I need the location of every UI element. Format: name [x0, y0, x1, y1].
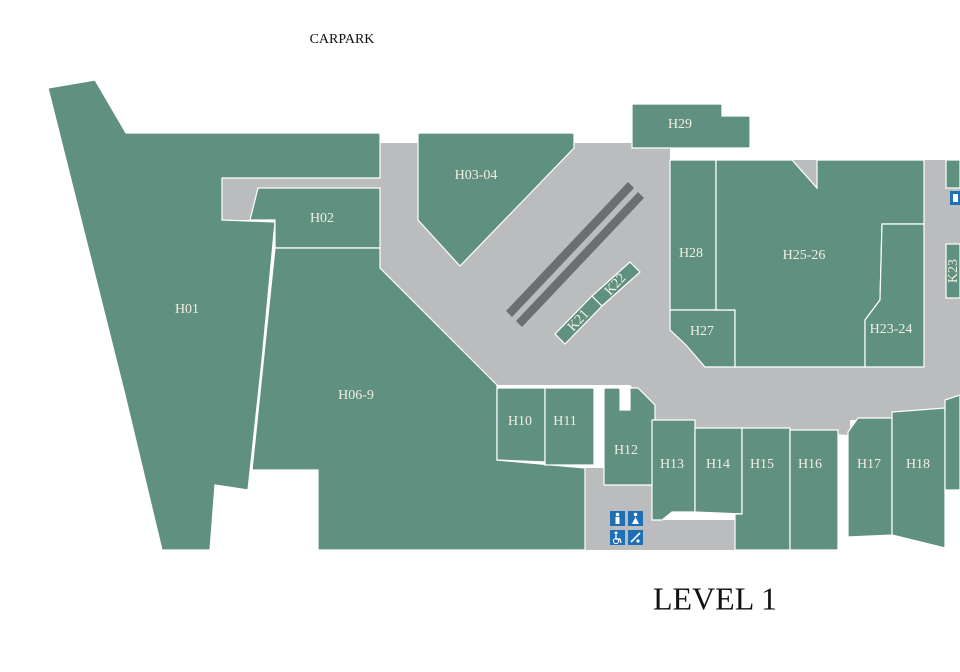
unit-h06-9[interactable]	[251, 247, 586, 551]
unit-h16[interactable]	[789, 429, 839, 551]
unit-h13[interactable]	[651, 419, 696, 521]
unit-h11[interactable]	[544, 387, 595, 466]
unit-h18[interactable]	[891, 407, 946, 549]
label-h12: H12	[614, 443, 638, 458]
carpark-label: CARPARK	[310, 32, 375, 47]
level-title: LEVEL 1	[653, 580, 777, 616]
unit-h17[interactable]	[847, 417, 893, 538]
unit-h23-24[interactable]	[864, 223, 925, 368]
label-h28: H28	[679, 246, 703, 261]
label-h13: H13	[660, 457, 684, 472]
label-h25-26: H25-26	[783, 248, 826, 263]
label-h03-04: H03-04	[455, 168, 498, 183]
toilets-icon-group	[610, 191, 960, 545]
label-h02: H02	[310, 211, 334, 226]
unit-h29[interactable]	[631, 103, 751, 149]
unit-h18b[interactable]	[944, 394, 960, 491]
label-h14: H14	[706, 457, 730, 472]
label-h16: H16	[798, 457, 822, 472]
label-k23: K23	[946, 259, 960, 283]
units	[47, 79, 960, 551]
label-h01: H01	[175, 302, 199, 317]
label-h06-9: H06-9	[338, 388, 374, 403]
label-h27: H27	[690, 324, 714, 339]
label-h15: H15	[750, 457, 774, 472]
unit-k22[interactable]	[591, 261, 641, 307]
label-h23-24: H23-24	[870, 322, 913, 337]
unit-h03-04[interactable]	[417, 132, 575, 267]
unit-h15[interactable]	[734, 427, 791, 551]
escalator	[506, 182, 644, 327]
unit-k23[interactable]	[945, 243, 960, 299]
unit-h-east-upper[interactable]	[945, 159, 960, 189]
label-h11: H11	[553, 414, 577, 429]
label-h18: H18	[906, 457, 930, 472]
label-h10: H10	[508, 414, 532, 429]
unit-h12[interactable]	[603, 387, 656, 486]
label-h29: H29	[668, 117, 692, 132]
unit-h28[interactable]	[669, 159, 717, 311]
unit-labels: H01 H02 H03-04 H06-9 H10 H11 H12 H13 H14…	[175, 117, 960, 472]
label-h17: H17	[857, 457, 881, 472]
